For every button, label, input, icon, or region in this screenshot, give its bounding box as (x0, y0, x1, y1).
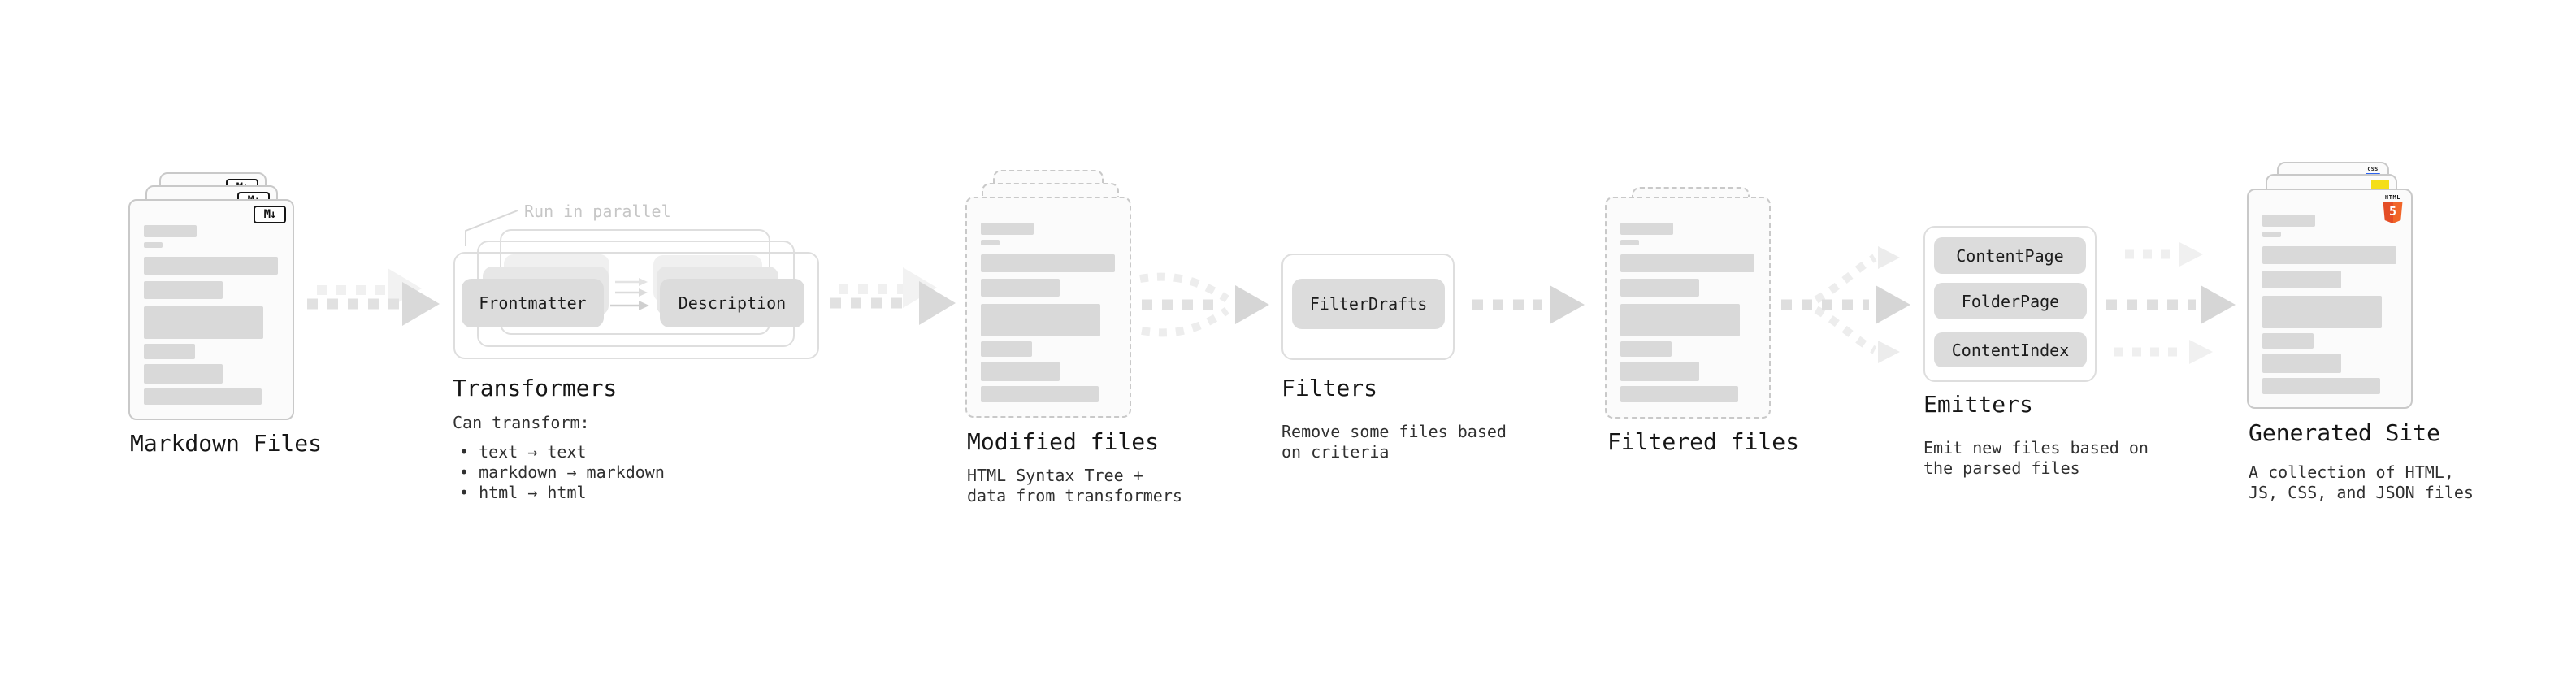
subtitle-line: HTML Syntax Tree + (967, 466, 1143, 485)
generated-site-subtitle: A collection of HTML, JS, CSS, and JSON … (2249, 462, 2474, 503)
filtered-files-icon (1605, 187, 1804, 423)
arrow-emitters-to-generated (2106, 242, 2236, 364)
arrow-filters-to-filtered (1472, 285, 1585, 324)
html5-shield: 5 (2383, 202, 2403, 223)
contentpage-box: ContentPage (1934, 237, 2086, 274)
emitters-container (1923, 226, 2097, 382)
subtitle-line: the parsed files (1923, 458, 2080, 478)
folderpage-box: FolderPage (1934, 283, 2087, 319)
generated-site-title: Generated Site (2249, 419, 2441, 446)
html5-logo-label: HTML (2384, 194, 2401, 201)
markdown-files-icon: M↓ M↓ M↓ (128, 172, 327, 420)
transform-bullet: text → text (459, 442, 665, 462)
js-badge-icon (2371, 180, 2389, 189)
transform-bullet: html → html (459, 483, 665, 503)
transform-bullet: markdown → markdown (459, 462, 665, 483)
contentindex-box: ContentIndex (1934, 332, 2087, 367)
emitters-subtitle: Emit new files based on the parsed files (1923, 438, 2149, 479)
subtitle-line: on criteria (1281, 442, 1390, 462)
modified-sheet-front (965, 197, 1131, 418)
description-box: Description (660, 279, 804, 327)
subtitle-line: data from transformers (967, 486, 1182, 505)
generated-site-icon: CSS HTML 5 (2247, 162, 2446, 410)
filters-title: Filters (1281, 375, 1378, 401)
frontmatter-box: Frontmatter (462, 279, 604, 327)
html5-shield-number: 5 (2388, 204, 2397, 219)
modified-files-title: Modified files (967, 428, 1160, 455)
filtered-sheet-front (1605, 197, 1771, 419)
markdown-sheet-front: M↓ (128, 199, 294, 420)
subtitle-line: Emit new files based on (1923, 438, 2149, 458)
subtitle-line: JS, CSS, and JSON files (2249, 483, 2474, 502)
filters-subtitle: Remove some files based on criteria (1281, 422, 1507, 462)
subtitle-line: Remove some files based (1281, 422, 1507, 441)
transformers-title: Transformers (453, 375, 618, 401)
modified-files-subtitle: HTML Syntax Tree + data from transformer… (967, 466, 1182, 506)
modified-files-icon (965, 170, 1164, 418)
transformers-capability-list: text → text markdown → markdown html → h… (459, 442, 665, 503)
generated-sheet-front: HTML 5 (2247, 189, 2413, 409)
run-in-parallel-annotation: Run in parallel (524, 202, 671, 221)
filterdrafts-box: FilterDrafts (1292, 279, 1445, 329)
transformers-container-front (453, 252, 819, 359)
transformers-subtitle: Can transform: (453, 413, 590, 432)
filtered-files-title: Filtered files (1607, 428, 1800, 455)
markdown-badge-icon: M↓ (254, 206, 286, 223)
subtitle-line: A collection of HTML, (2249, 462, 2454, 482)
css-badge-label: CSS (2367, 166, 2379, 172)
filters-container (1281, 254, 1455, 360)
doc-skeleton-lines (1620, 223, 1754, 402)
emitters-title: Emitters (1923, 391, 2033, 418)
doc-skeleton-lines (981, 223, 1115, 402)
html5-logo-icon: HTML 5 (2383, 194, 2403, 223)
doc-skeleton-lines (144, 225, 278, 405)
arrow-transformers-to-modified (830, 267, 956, 325)
markdown-files-title: Markdown Files (130, 430, 323, 457)
doc-skeleton-lines (2262, 215, 2396, 394)
